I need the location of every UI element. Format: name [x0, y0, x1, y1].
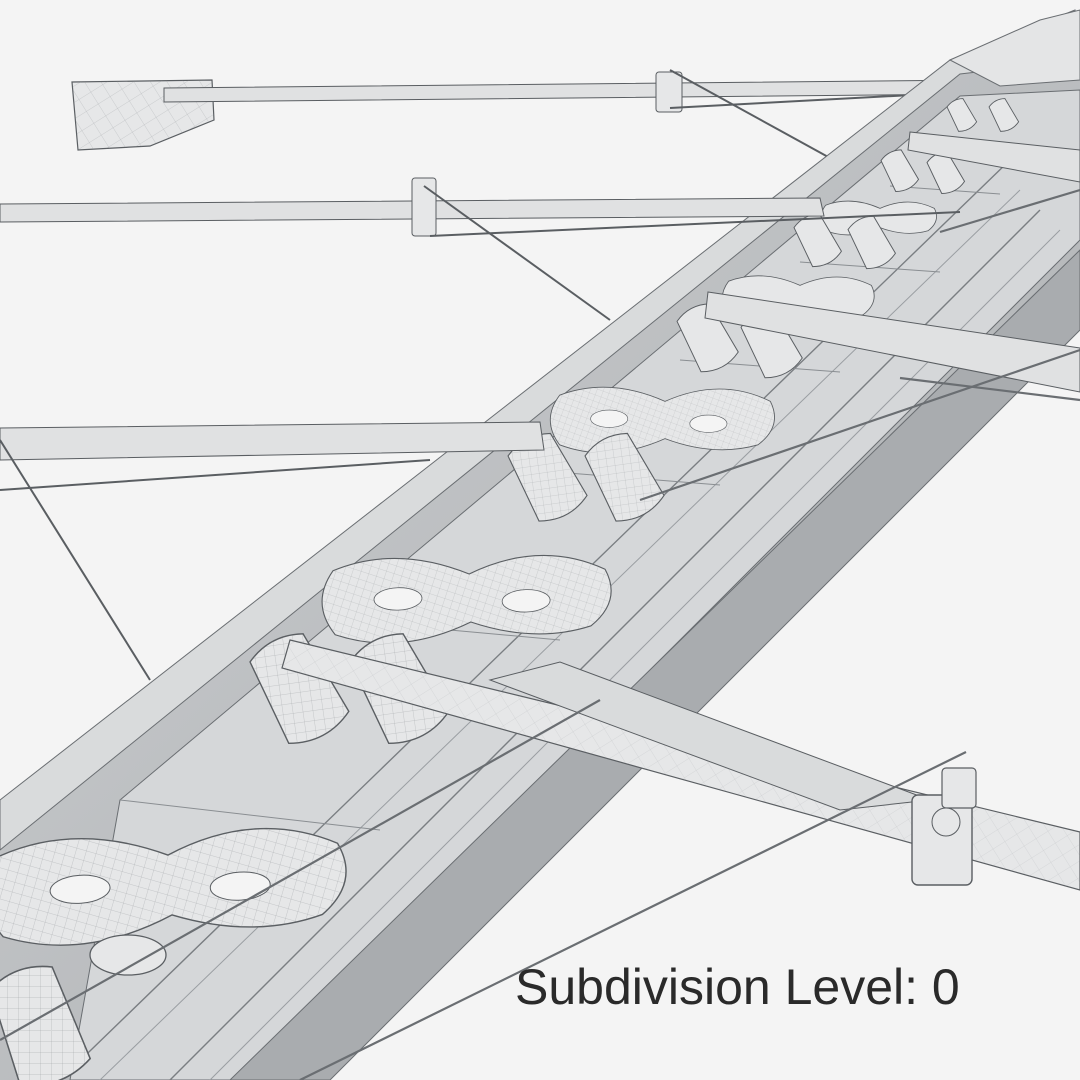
oars — [0, 131, 1080, 1080]
oarlock-icon-front — [911, 767, 977, 886]
hatch-icon — [89, 934, 167, 976]
oar-top — [71, 69, 983, 159]
oarlock-icon — [655, 69, 931, 159]
seat-icon — [0, 200, 937, 946]
caption-text: Subdivision Level: 0 — [515, 959, 960, 1015]
shoe-icon — [0, 98, 1020, 1080]
